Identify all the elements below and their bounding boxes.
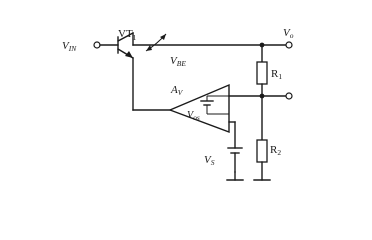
circuit-diagram: VIN VT1 VBE Vo R1 AV Vos VS R2 — [62, 27, 294, 181]
vbe-arrow-head-icon — [146, 45, 152, 51]
av-label-sub: V — [178, 88, 184, 97]
vo-label-sub: o — [290, 31, 294, 40]
vbe-label-main: V — [170, 55, 178, 67]
vs-label-sub: S — [211, 158, 215, 167]
vo-label: Vo — [283, 27, 294, 40]
r2-label: R2 — [270, 144, 281, 157]
emitter-arrow-icon — [125, 51, 133, 58]
resistor-r2 — [256, 139, 268, 163]
vbe-label-sub: BE — [177, 59, 187, 68]
vin-label: VIN — [62, 40, 77, 53]
vs-label: VS — [204, 154, 215, 167]
vs-label-main: V — [204, 154, 212, 166]
vin-terminal — [93, 41, 101, 49]
av-label-main: A — [170, 84, 178, 96]
transistor-vt1 — [117, 32, 134, 59]
vt1-label: VT1 — [118, 28, 137, 42]
mid-terminal — [285, 92, 293, 100]
resistor-r1 — [256, 61, 268, 85]
r2-label-main: R — [270, 144, 278, 156]
transistor-collector — [117, 32, 134, 42]
vs-battery — [227, 147, 243, 173]
av-label: AV — [170, 84, 184, 97]
vos-source — [200, 95, 229, 115]
vin-label-main: V — [62, 40, 70, 52]
r1-label-main: R — [271, 68, 279, 80]
vin-label-sub: IN — [68, 44, 77, 53]
r2-label-sub: 2 — [277, 148, 281, 157]
vbe-arrow-tail-icon — [160, 34, 166, 40]
vo-label-main: V — [283, 27, 291, 39]
vos-label-sub: os — [193, 113, 200, 122]
vt1-label-sub: 1 — [133, 33, 137, 42]
schematic-canvas: VIN VT1 VBE Vo R1 AV Vos VS R2 — [62, 27, 294, 181]
vt1-label-main: VT — [118, 28, 133, 40]
r1-label: R1 — [271, 68, 282, 81]
vos-label-main: V — [187, 110, 195, 121]
vbe-label: VBE — [170, 55, 186, 68]
vo-terminal — [285, 41, 293, 49]
r1-label-sub: 1 — [278, 72, 282, 81]
opamp-triangle — [168, 83, 230, 134]
vos-label: Vos — [187, 110, 200, 122]
